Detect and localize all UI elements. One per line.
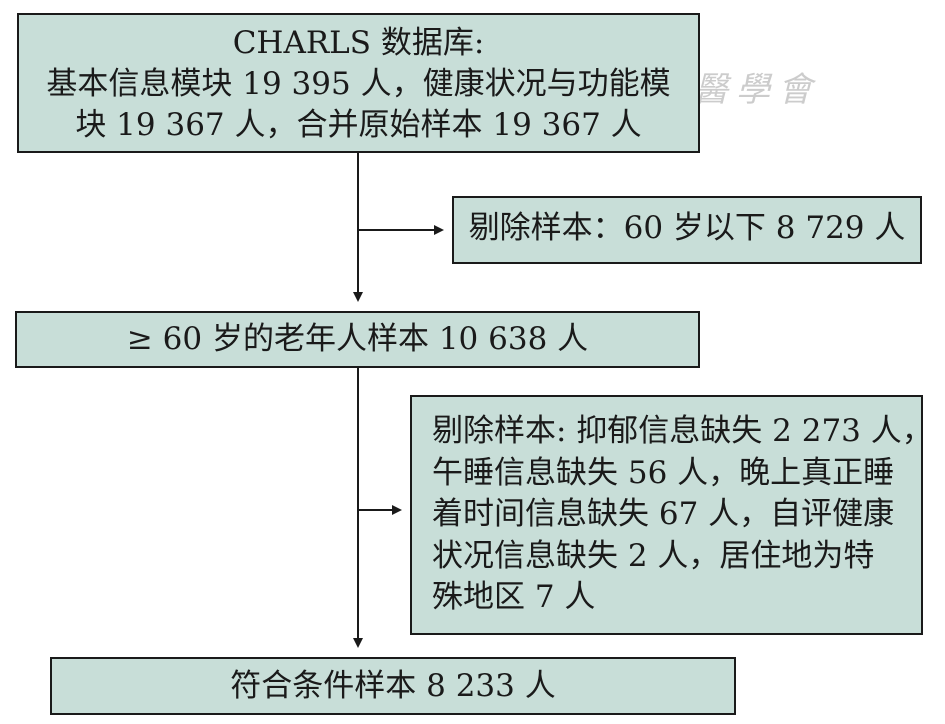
box1-line2: 基本信息模块 19 395 人，健康状况与功能模 <box>46 66 671 103</box>
box1-line1: CHARLS 数据库: <box>232 25 485 61</box>
box2-line1: 剔除样本：60 岁以下 8 729 人 <box>468 210 906 246</box>
box4-line4: 状况信息缺失 2 人，居住地为特 <box>432 537 875 574</box>
charls-database-box: CHARLS 数据库: 基本信息模块 19 395 人，健康状况与功能模 块 1… <box>17 13 700 153</box>
box4-line1: 剔除样本: 抑郁信息缺失 2 273 人， <box>432 413 933 449</box>
box3-line1: ≥ 60 岁的老年人样本 10 638 人 <box>126 321 589 357</box>
elderly-sample-box: ≥ 60 岁的老年人样本 10 638 人 <box>15 311 700 368</box>
box4-line5: 殊地区 7 人 <box>432 579 596 616</box>
box4-line2: 午睡信息缺失 56 人，晚上真正睡 <box>432 454 895 491</box>
box1-line3: 块 19 367 人，合并原始样本 19 367 人 <box>75 107 642 144</box>
final-sample-box: 符合条件样本 8 233 人 <box>50 657 736 715</box>
box4-line3: 着时间信息缺失 67 人，自评健康 <box>432 496 895 533</box>
exclusion-missing-info-box: 剔除样本: 抑郁信息缺失 2 273 人， 午睡信息缺失 56 人，晚上真正睡 … <box>410 395 933 635</box>
exclusion-under-60-box: 剔除样本：60 岁以下 8 729 人 <box>452 196 922 264</box>
box5-line1: 符合条件样本 8 233 人 <box>230 668 556 704</box>
